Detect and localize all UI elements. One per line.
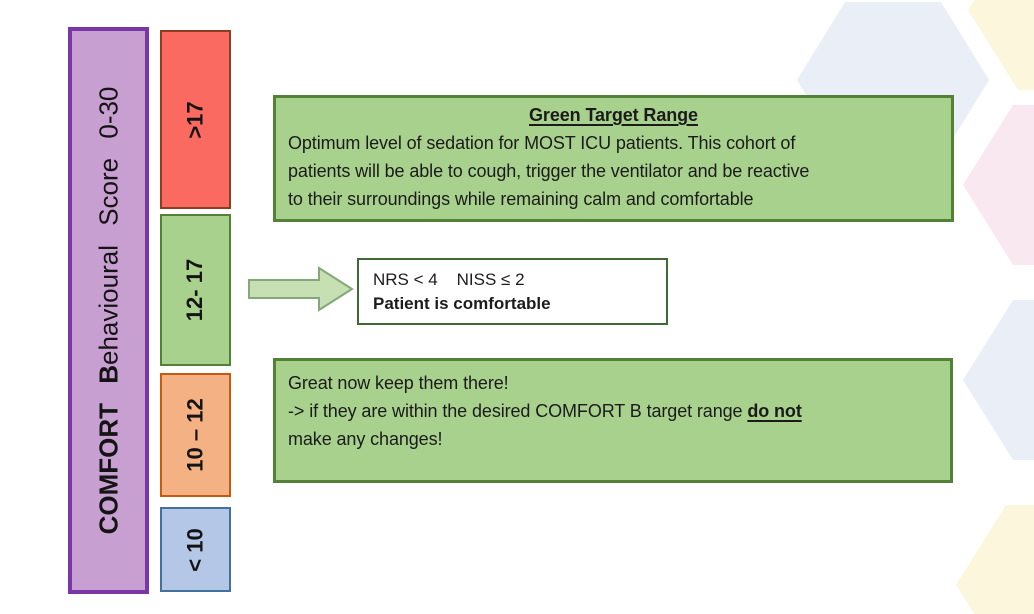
green-target-range-text-line: to their surroundings while remaining ca… (288, 189, 754, 209)
assessment-box: NRS < 4 NISS ≤ 2 Patient is comfortable (357, 258, 668, 325)
score-range-label: >17 (182, 100, 208, 139)
score-range-label: 12- 17 (182, 258, 208, 322)
assessment-scores-text: NRS < 4 NISS ≤ 2 (373, 270, 525, 289)
advice-line2-prefix: -> if they are within the desired COMFOR… (288, 401, 748, 421)
score-range-label: < 10 (182, 527, 208, 572)
right-arrow-icon (248, 265, 354, 313)
background-hexagon-icon (963, 105, 1034, 265)
right-arrow-shape (248, 266, 354, 312)
score-range-12-17: 12- 17 (160, 214, 231, 366)
green-target-range-text-line: Optimum level of sedation for MOST ICU p… (288, 133, 796, 153)
score-range-label: 10 – 12 (182, 398, 208, 472)
green-target-range-title: Green Target Range (529, 105, 698, 125)
advice-text-line: Great now keep them there! (288, 373, 509, 393)
score-range-below-10: < 10 (160, 507, 231, 592)
background-hexagon-icon (956, 505, 1034, 614)
score-range-10-12: 10 – 12 (160, 373, 231, 497)
green-target-range-box: Green Target Range Optimum level of seda… (273, 95, 954, 222)
comfort-scale-label-rest: ehavioural Score 0-30 (93, 86, 123, 365)
comfort-scale-bar: COMFORT Behavioural Score 0-30 (68, 27, 149, 594)
green-target-range-text-line: patients will be able to cough, trigger … (288, 161, 810, 181)
score-range-above-17: >17 (160, 30, 231, 209)
advice-line2-emphasis: do not (747, 401, 802, 421)
advice-box: Great now keep them there! -> if they ar… (273, 358, 953, 483)
comfort-scale-label: COMFORT Behavioural Score 0-30 (93, 87, 124, 535)
assessment-result-text: Patient is comfortable (373, 294, 551, 313)
advice-text-line: -> if they are within the desired COMFOR… (288, 397, 938, 425)
advice-text-line: make any changes! (288, 429, 443, 449)
background-hexagon-icon (963, 300, 1034, 460)
comfort-scale-label-bold: COMFORT B (93, 364, 123, 535)
